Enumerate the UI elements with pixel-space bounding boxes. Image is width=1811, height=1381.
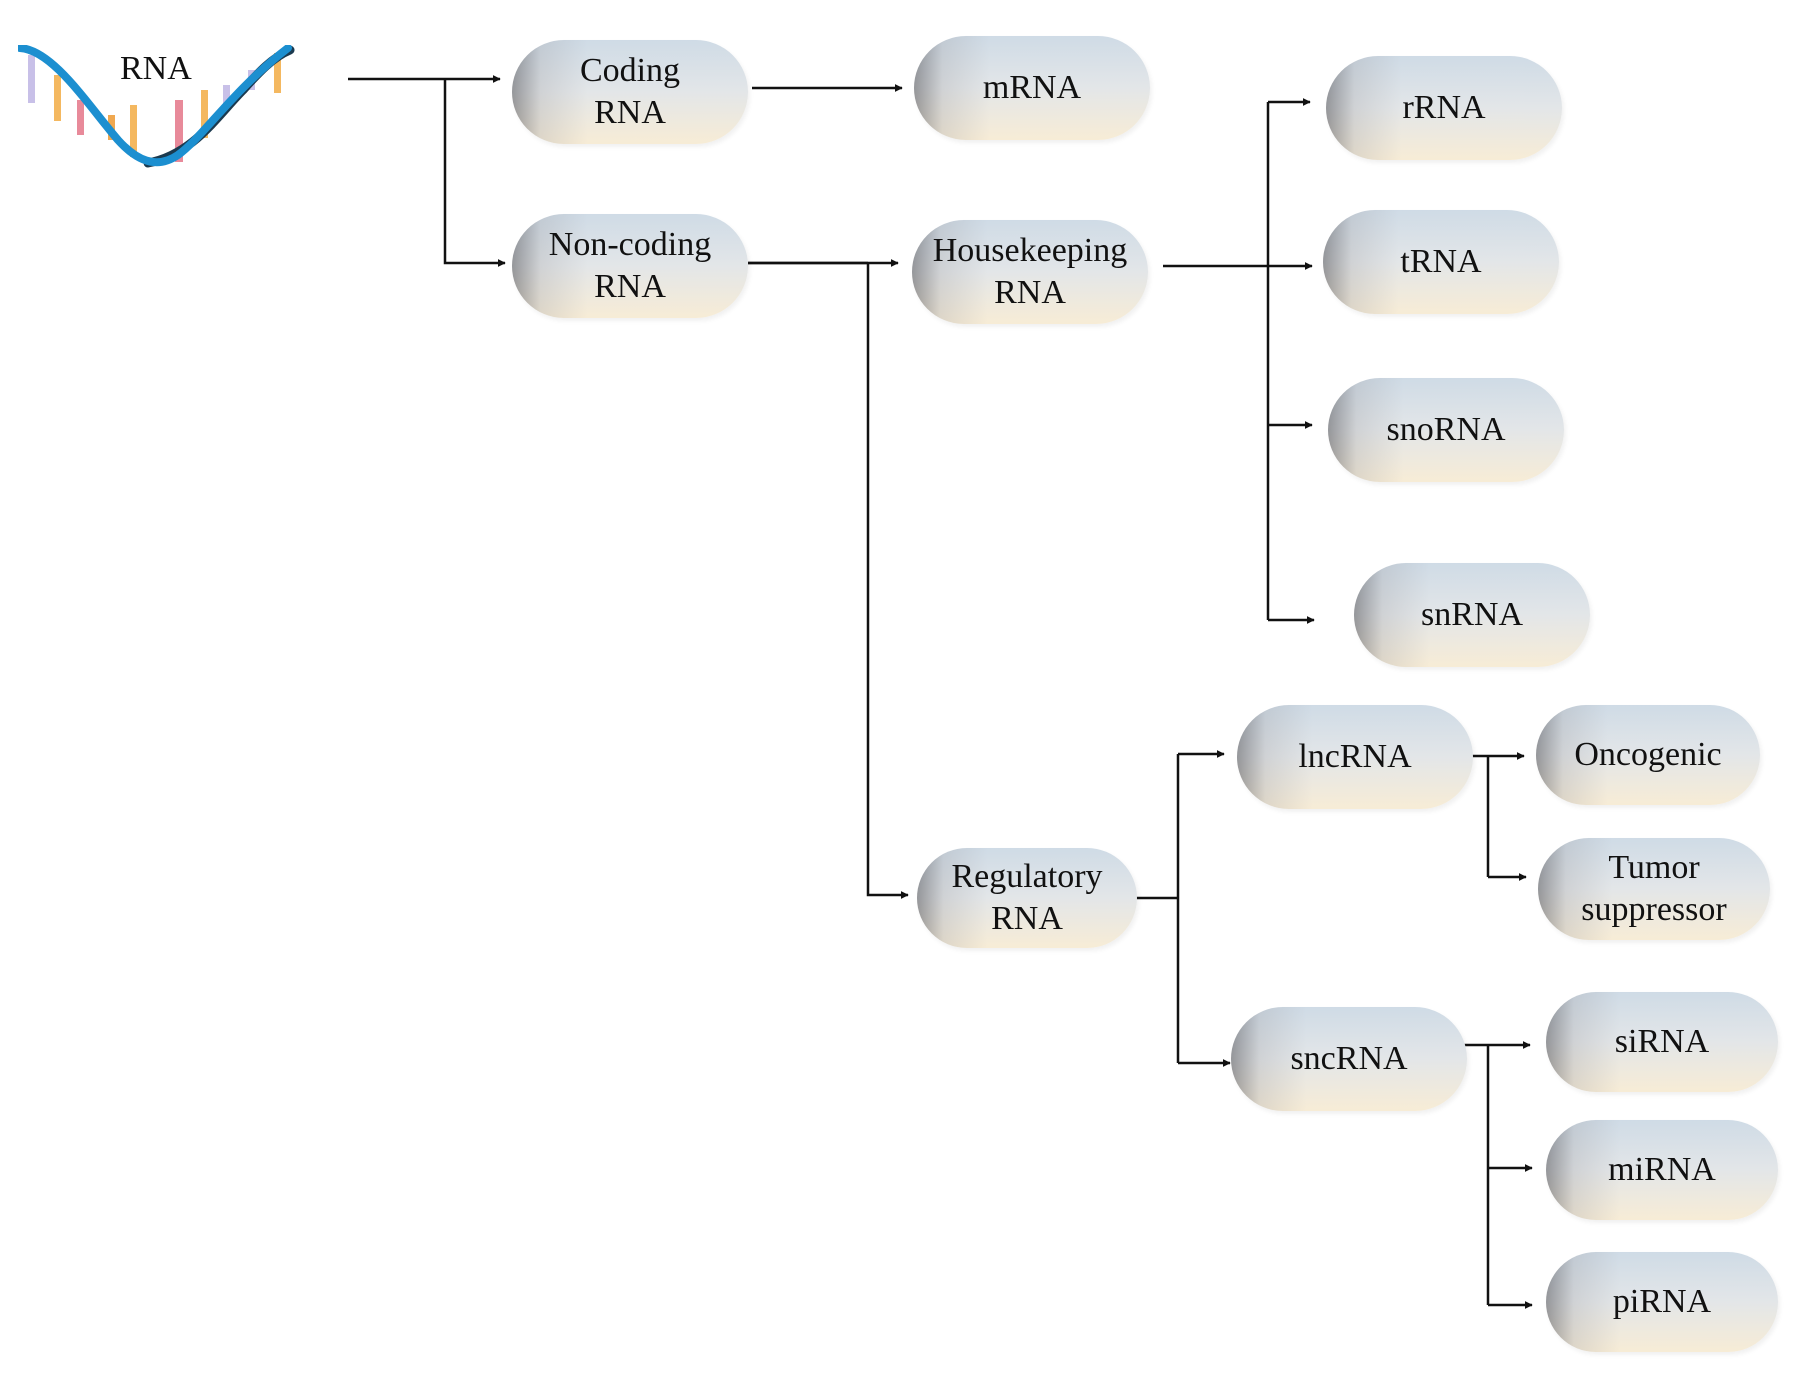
node-noncoding-rna: Non-coding RNA bbox=[512, 214, 748, 318]
node-coding-line2: RNA bbox=[594, 94, 666, 131]
node-coding-line1: Coding bbox=[579, 52, 681, 89]
node-snrna-label: snRNA bbox=[1420, 596, 1524, 633]
node-regulatory-line1: Regulatory bbox=[951, 858, 1103, 895]
node-coding-rna: Coding RNA bbox=[512, 40, 748, 144]
node-noncoding-line1: Non-coding bbox=[548, 226, 712, 263]
node-mirna-label: miRNA bbox=[1608, 1151, 1716, 1188]
node-housekeeping-rna: Housekeeping RNA bbox=[912, 220, 1148, 324]
node-snorna: snoRNA bbox=[1328, 378, 1564, 482]
node-pirna: piRNA bbox=[1546, 1252, 1778, 1352]
root-label: RNA bbox=[120, 50, 192, 87]
node-housekeeping-line1: Housekeeping bbox=[932, 232, 1128, 269]
node-mrna-label: mRNA bbox=[982, 69, 1082, 106]
node-sncrna-label: sncRNA bbox=[1290, 1040, 1408, 1077]
node-regulatory-line2: RNA bbox=[991, 900, 1063, 937]
node-sirna: siRNA bbox=[1546, 992, 1778, 1092]
node-lncrna: lncRNA bbox=[1237, 705, 1473, 809]
node-tumor-suppressor: Tumor suppressor bbox=[1538, 838, 1770, 940]
node-tumor-line1: Tumor bbox=[1608, 849, 1700, 886]
rna-strand-icon bbox=[18, 45, 295, 168]
node-pirna-label: piRNA bbox=[1612, 1283, 1712, 1320]
node-snorna-label: snoRNA bbox=[1386, 411, 1506, 448]
node-snrna: snRNA bbox=[1354, 563, 1590, 667]
node-trna-label: tRNA bbox=[1400, 243, 1482, 280]
node-oncogenic-label: Oncogenic bbox=[1574, 736, 1722, 773]
node-noncoding-line2: RNA bbox=[594, 268, 666, 305]
node-mirna: miRNA bbox=[1546, 1120, 1778, 1220]
node-trna: tRNA bbox=[1323, 210, 1559, 314]
node-tumor-line2: suppressor bbox=[1581, 891, 1727, 928]
node-sncrna: sncRNA bbox=[1231, 1007, 1467, 1111]
node-mrna: mRNA bbox=[914, 36, 1150, 140]
node-housekeeping-line2: RNA bbox=[994, 274, 1066, 311]
node-lncrna-label: lncRNA bbox=[1298, 738, 1412, 775]
node-rrna-label: rRNA bbox=[1402, 89, 1486, 126]
node-sirna-label: siRNA bbox=[1614, 1023, 1710, 1060]
node-oncogenic: Oncogenic bbox=[1536, 705, 1760, 805]
node-rrna: rRNA bbox=[1326, 56, 1562, 160]
node-regulatory-rna: Regulatory RNA bbox=[917, 848, 1137, 948]
